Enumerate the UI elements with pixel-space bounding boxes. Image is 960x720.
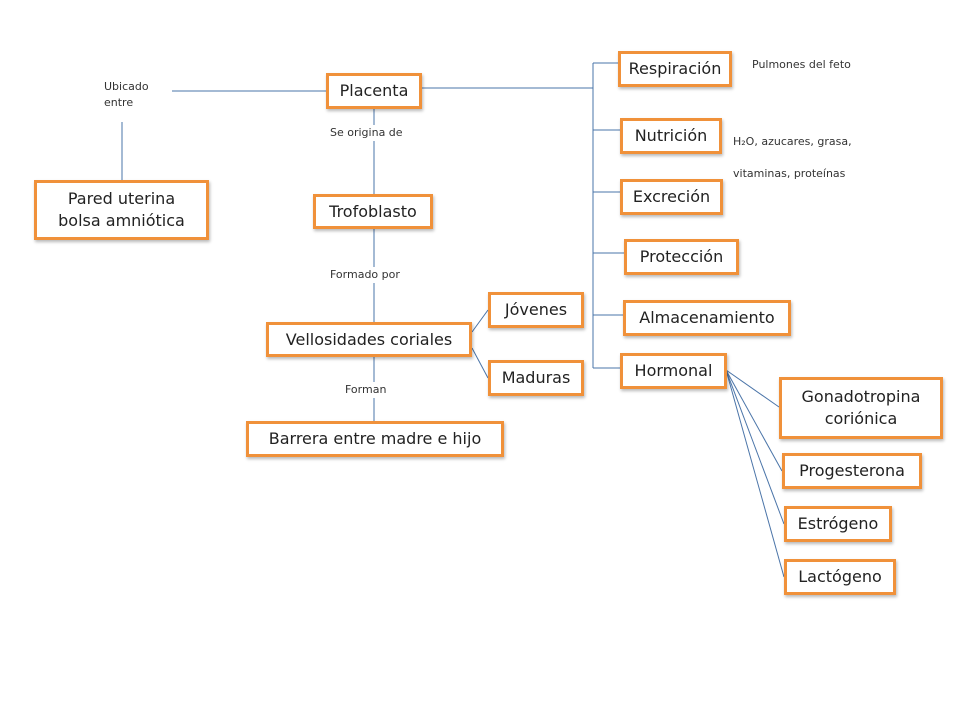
edge-hormonal-gonadotropina <box>725 369 780 408</box>
edge-label-forman: Forman <box>345 382 387 398</box>
edge-hormonal-estrogeno <box>725 369 785 525</box>
edge-vellosidades-jovenes <box>471 309 489 333</box>
note-nutrientes-line2: vitaminas, proteínas <box>733 166 846 180</box>
edge-label-ubicado-entre: Ubicado entre <box>104 79 149 111</box>
node-nutricion: Nutrición <box>620 118 722 154</box>
edge-label-se-origina-de: Se origina de <box>330 125 403 141</box>
note-nutrientes: H₂O, azucares, grasa, vitaminas, proteín… <box>733 118 852 182</box>
note-pulmones-del-feto: Pulmones del feto <box>752 57 851 73</box>
node-almacenamiento: Almacenamiento <box>623 300 791 336</box>
node-placenta: Placenta <box>326 73 422 109</box>
node-pared-uterina: Pared uterina bolsa amniótica <box>34 180 209 240</box>
node-respiracion: Respiración <box>618 51 732 87</box>
note-nutrientes-line1: H₂O, azucares, grasa, <box>733 134 852 148</box>
edge-label-formado-por: Formado por <box>330 267 400 283</box>
node-barrera: Barrera entre madre e hijo <box>246 421 504 457</box>
node-jovenes: Jóvenes <box>488 292 584 328</box>
node-excrecion: Excreción <box>620 179 723 215</box>
node-estrogeno: Estrógeno <box>784 506 892 542</box>
node-maduras: Maduras <box>488 360 584 396</box>
edge-hormonal-lactogeno <box>725 369 785 578</box>
node-progesterona: Progesterona <box>782 453 922 489</box>
node-vellosidades-coriales: Vellosidades coriales <box>266 322 472 357</box>
node-lactogeno: Lactógeno <box>784 559 896 595</box>
edge-hormonal-progesterona <box>725 369 783 472</box>
node-hormonal: Hormonal <box>620 353 727 389</box>
edge-vellosidades-maduras <box>471 347 489 379</box>
node-gonadotropina: Gonadotropina coriónica <box>779 377 943 439</box>
node-proteccion: Protección <box>624 239 739 275</box>
node-trofoblasto: Trofoblasto <box>313 194 433 229</box>
